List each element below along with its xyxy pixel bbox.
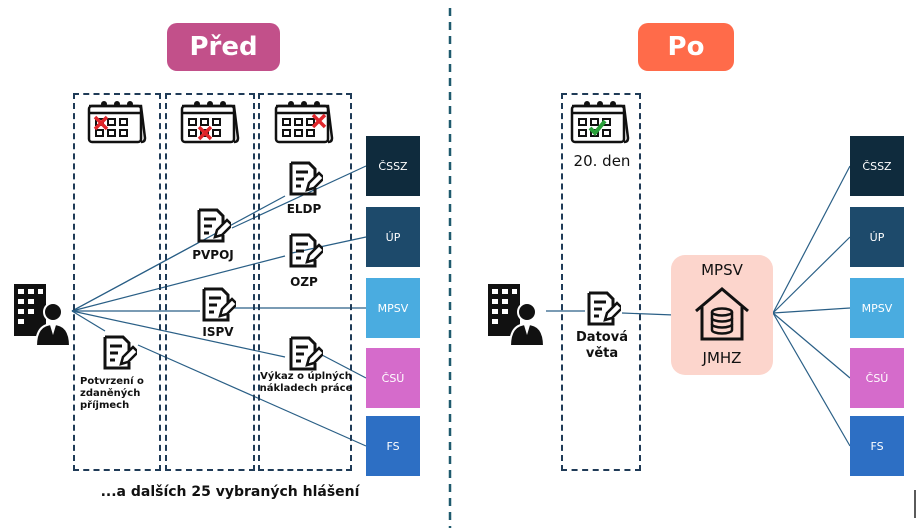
employer-building-icon <box>14 284 70 346</box>
report-label-line: Potvrzení o <box>80 376 144 387</box>
institution-label: ÚP <box>385 230 401 244</box>
institution-label: ÚP <box>869 230 885 244</box>
document-edit-icon <box>202 287 236 322</box>
calendar-icon <box>180 101 240 144</box>
datova-veta-column <box>561 93 641 471</box>
document-edit-icon <box>289 233 323 268</box>
deadline-label: 20. den <box>573 152 631 170</box>
institution-csu: ČSÚ <box>850 348 904 408</box>
calendar-icon <box>274 101 334 144</box>
report-column-3 <box>258 93 352 471</box>
institution-cssz: ČSSZ <box>850 136 904 196</box>
document-edit-icon <box>289 336 323 371</box>
institution-up: ÚP <box>850 207 904 267</box>
institution-label: FS <box>386 439 400 453</box>
institution-up: ÚP <box>366 207 420 267</box>
calendar-icon <box>570 101 630 144</box>
hub-title: MPSV <box>701 261 743 279</box>
report-column-2 <box>165 93 255 471</box>
document-edit-icon <box>289 161 323 196</box>
report-column-1 <box>73 93 161 471</box>
document-edit-icon <box>103 335 137 370</box>
institution-label: ČSSZ <box>378 159 408 173</box>
institution-label: ČSSZ <box>862 159 892 173</box>
report-label-line: Výkaz o úplných <box>260 371 352 382</box>
datova-veta-label: Datová věta <box>563 330 641 361</box>
institution-fs: FS <box>366 416 420 476</box>
institution-mpsv: MPSV <box>366 278 420 338</box>
document-edit-icon <box>587 291 621 326</box>
institution-label: MPSV <box>377 301 409 315</box>
datova-veta-line: Datová <box>576 330 628 345</box>
employer-building-icon <box>488 284 544 346</box>
jmhz-hub: MPSV JMHZ <box>671 255 773 375</box>
report-label-potvrzeni: Potvrzení o zdaněných příjmech <box>74 376 162 412</box>
report-label-ispv: ISPV <box>202 325 234 339</box>
report-label-eldp: ELDP <box>286 202 322 216</box>
institution-label: ČSÚ <box>381 371 405 385</box>
institution-mpsv: MPSV <box>850 278 904 338</box>
institution-cssz: ČSSZ <box>366 136 420 196</box>
institution-csu: ČSÚ <box>366 348 420 408</box>
report-label-line: zdaněných <box>80 388 141 399</box>
institution-fs: FS <box>850 416 904 476</box>
hub-subtitle: JMHZ <box>702 349 742 367</box>
report-label-ozp: OZP <box>290 275 318 289</box>
calendar-icon <box>87 101 147 144</box>
report-label-vykaz: Výkaz o úplných nákladech práce <box>256 371 356 395</box>
before-heading: Před <box>167 23 280 71</box>
document-edit-icon <box>197 208 231 243</box>
institution-label: FS <box>870 439 884 453</box>
institution-label: MPSV <box>861 301 893 315</box>
database-house-icon <box>695 287 749 341</box>
after-heading: Po <box>638 23 734 71</box>
footer-note: ...a dalších 25 vybraných hlášení <box>100 484 360 500</box>
datova-veta-line: věta <box>585 345 619 361</box>
report-label-line: nákladech práce <box>259 383 353 394</box>
report-label-line: příjmech <box>80 400 130 411</box>
report-label-pvpoj: PVPOJ <box>192 248 234 262</box>
institution-label: ČSÚ <box>865 371 889 385</box>
